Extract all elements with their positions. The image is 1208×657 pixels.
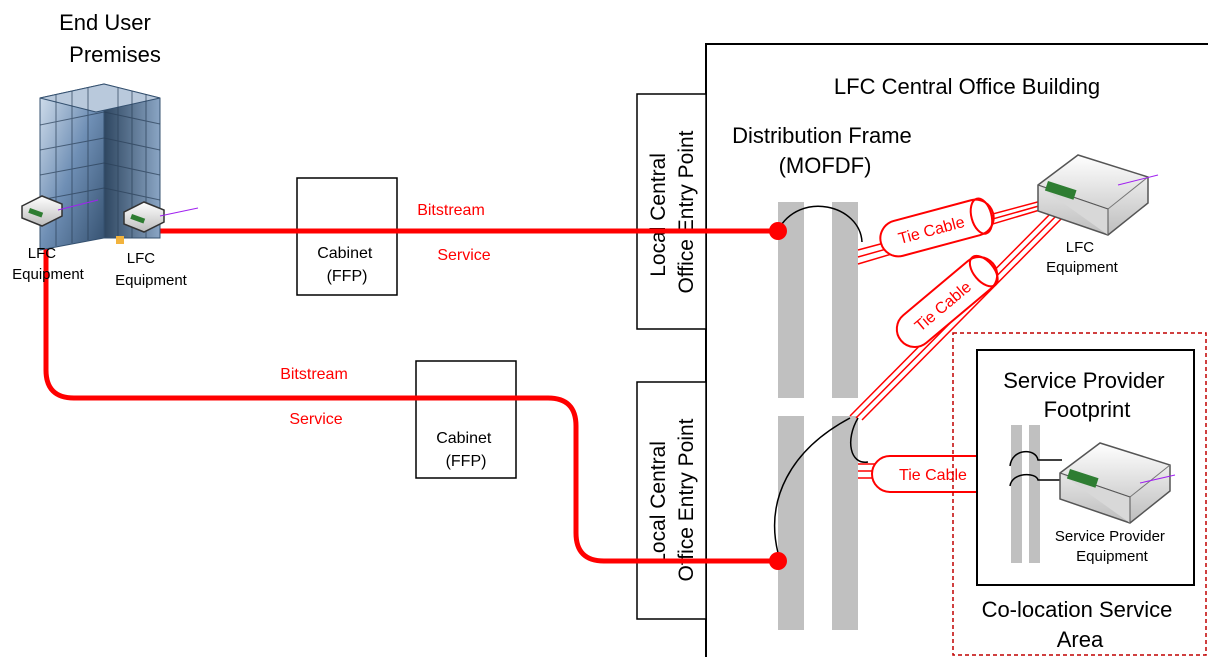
service-label-bottom: Service (289, 411, 342, 428)
service-provider-footprint-label: Service Provider Footprint (1003, 368, 1171, 422)
colocation-label: Co-location Service Area (982, 597, 1179, 652)
co-lfc-equipment-label: LFC Equipment (1046, 239, 1119, 276)
frame-bar-left-bottom (778, 416, 804, 630)
frame-termination-top (769, 222, 787, 240)
entry-point-top-label: Local Central Office Entry Point (647, 130, 698, 293)
bitstream-label-top: Bitstream (417, 202, 485, 219)
jumper-right (850, 417, 869, 463)
network-equipment-icon (1059, 442, 1176, 524)
service-label-top: Service (437, 247, 490, 264)
cabinet-top-label: Cabinet (FFP) (317, 245, 377, 285)
entry-point-bottom-label: Local Central Office Entry Point (647, 418, 698, 581)
lfc-equipment-right-icon (123, 201, 199, 233)
frame-bar-right-bottom (832, 416, 858, 630)
jumper-top (777, 205, 863, 243)
end-user-premises-label: End User Premises (59, 10, 161, 67)
sp-jumper-top (1009, 451, 1062, 467)
colocation-area (952, 332, 1207, 656)
frame-bar-right-top (832, 202, 858, 398)
lfc-equipment-right-label: LFC Equipment (115, 250, 188, 289)
service-line-bottom (43, 218, 778, 564)
svg-text:Tie Cable: Tie Cable (899, 467, 967, 484)
entry-point-box-bottom (636, 381, 707, 620)
sp-frame-bar-left (1011, 425, 1022, 563)
network-equipment-icon (1037, 154, 1159, 236)
central-office-building-label: LFC Central Office Building (834, 74, 1100, 99)
sp-frame-bar-right (1029, 425, 1040, 563)
jumper-bottom (773, 417, 851, 554)
office-building-icon (39, 83, 161, 251)
entry-point-box-top (636, 93, 707, 330)
cabinet-bottom (415, 360, 517, 479)
frame-termination-bottom (769, 552, 787, 570)
sp-jumper-bottom (1009, 473, 1062, 487)
cabinet-top (296, 177, 398, 296)
tie-cable-1: Tie Cable (857, 195, 1061, 265)
lfc-equipment-left-label: LFC Equipment (12, 245, 85, 283)
sp-equipment-label: Service Provider Equipment (1055, 528, 1169, 565)
lfc-equipment-left-icon (21, 195, 99, 227)
distribution-frame-label: Distribution Frame (MOFDF) (732, 123, 918, 178)
bitstream-label-bottom: Bitstream (280, 366, 348, 383)
cabinet-bottom-label: Cabinet (FFP) (436, 430, 496, 470)
